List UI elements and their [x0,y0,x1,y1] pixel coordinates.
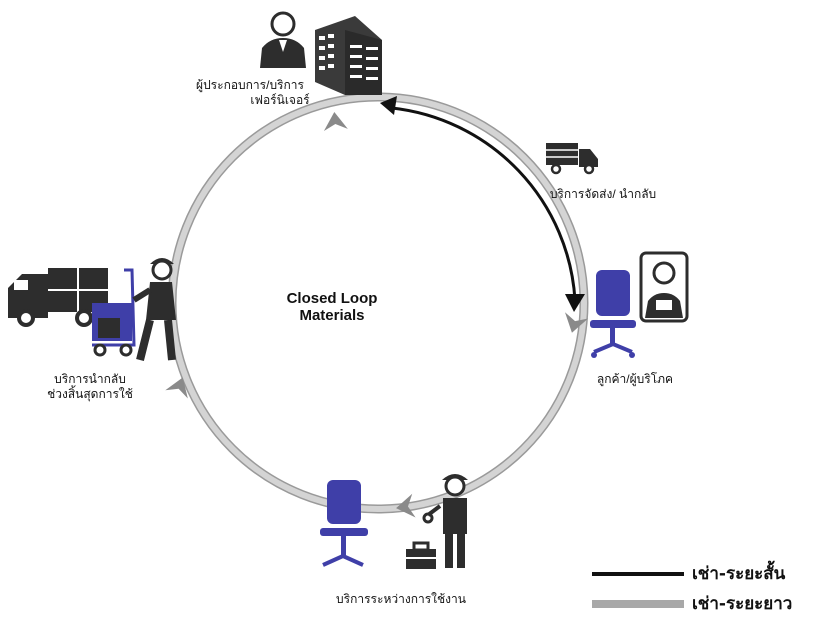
delivery-worker-icon [132,258,176,361]
takeback-label-line2: ช่วงสิ้นสุดการใช้ [47,387,133,401]
takeback-label-line1: บริการนำกลับ [54,372,126,386]
legend-long-term-line [592,599,684,608]
ring-arrow-left [165,377,188,399]
office-chair-icon-customer [590,270,636,358]
ring-arrow-bottom [396,493,416,518]
building-icon [315,16,382,95]
short-term-arc [391,106,577,301]
takeback-label: บริการนำกลับ ช่วงสิ้นสุดการใช้ [20,372,160,402]
takeback-truck-icon [8,268,108,327]
office-chair-icon-service [320,480,368,567]
manufacturer-label: ผู้ประกอบการ/บริการ เฟอร์นิเจอร์ [170,78,330,108]
businessman-icon [260,11,306,68]
legend-short-term-line [592,571,684,576]
delivery-label: บริการจัดส่ง/ นำกลับ [549,187,657,201]
legend-short-term-label: เช่า-ระยะสั้น [692,564,786,584]
repair-worker-icon [422,474,468,568]
legend-long-term-label: เช่า-ระยะยาว [692,594,793,614]
maintenance-label: บริการระหว่างการใช้งาน [336,592,466,606]
delivery-truck-icon [546,143,598,175]
customer-person-icon [639,251,689,323]
manufacturer-label-line1: ผู้ประกอบการ/บริการ [196,78,304,92]
manufacturer-label-line2: เฟอร์นิเจอร์ [250,93,310,107]
legend-short-term: เช่า-ระยะสั้น [592,560,785,587]
hand-cart-icon [92,268,136,357]
legend-long-term: เช่า-ระยะยาว [592,590,792,617]
ring-arrow-top [323,112,348,132]
ring-arrow-right [564,312,589,333]
short-term-arrowhead-bottom [565,294,585,312]
customer-label: ลูกค้า/ผู้บริโภค [596,372,674,386]
center-title-line1: Closed Loop [286,290,378,307]
center-title-line2: Materials [299,307,365,324]
short-term-arrowhead-top [380,96,397,115]
toolbox-icon [406,541,436,569]
center-title: Closed Loop Materials [262,290,402,324]
